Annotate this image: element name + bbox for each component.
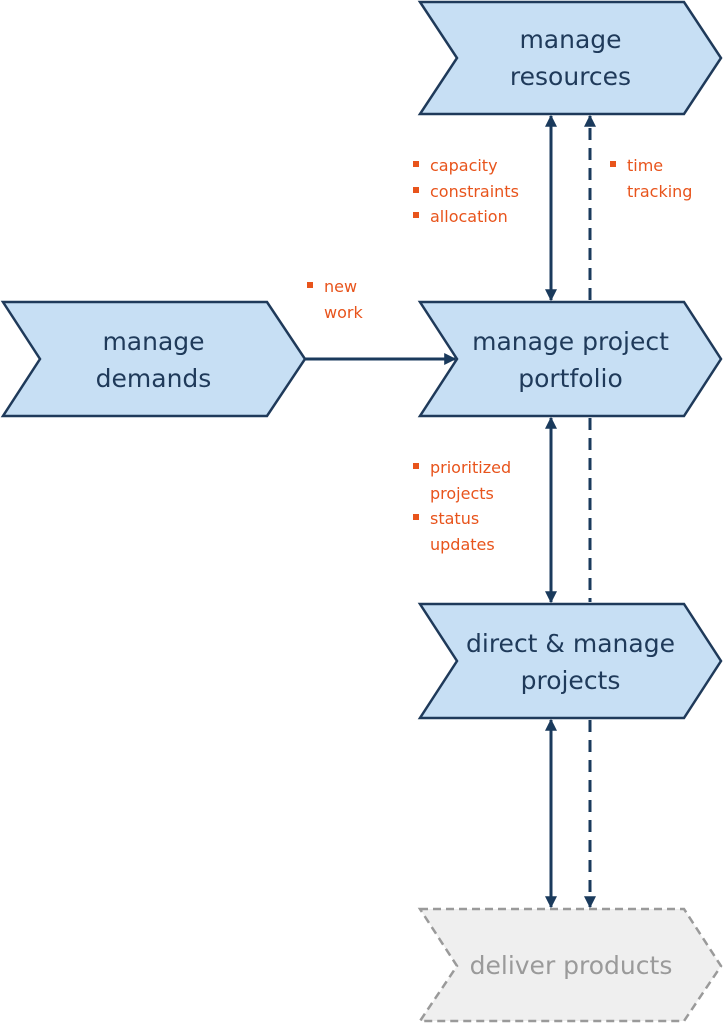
deliver-products-label: deliver products [469,951,673,980]
annotation-item: capacity [412,153,519,179]
manage-demands-label: manage demands [95,327,212,393]
annotation-item: allocation [412,204,519,230]
new-work-annotation: new work [306,274,363,325]
annotation-item: constraints [412,179,519,205]
portfolio-to-resources-annotation: time tracking [609,153,692,204]
annotation-item: status updates [412,506,511,557]
deliver-products-shape [417,907,723,1023]
portfolio-to-projects-annotation: prioritized projects status updates [412,455,511,557]
direct-projects-shape [417,602,723,720]
manage-resources-label: manage resources [509,25,632,91]
resources-to-portfolio-annotation: capacity constraints allocation [412,153,519,230]
annotation-item: prioritized projects [412,455,511,506]
annotation-item: new work [306,274,363,325]
manage-resources-shape [417,0,723,116]
manage-portfolio-shape [417,300,723,418]
direct-projects-label: direct & manage projects [466,629,675,695]
manage-portfolio-label: manage project portfolio [472,327,669,393]
manage-demands-shape [0,300,307,418]
annotation-item: time tracking [609,153,692,204]
